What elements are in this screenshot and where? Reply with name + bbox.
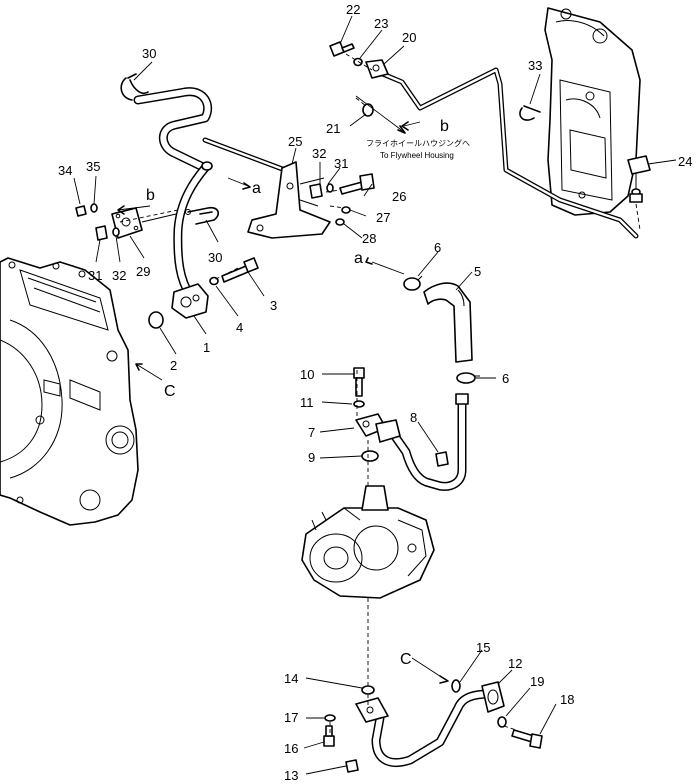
callout-3: 3 [270, 298, 277, 313]
callout-31-left: 31 [88, 268, 102, 283]
callout-6-lower: 6 [502, 371, 509, 386]
washer-32-left [112, 227, 120, 237]
hose-clamp-6-lower [456, 372, 480, 384]
callout-34: 34 [58, 163, 72, 178]
callout-27: 27 [376, 210, 390, 225]
flange-12 [481, 681, 505, 713]
o-ring-14 [361, 685, 375, 695]
nut-31-right [309, 183, 323, 199]
callout-32-right: 32 [312, 146, 326, 161]
callout-20: 20 [402, 30, 416, 45]
callout-33: 33 [528, 58, 542, 73]
o-ring-21 [362, 103, 374, 117]
callout-25: 25 [288, 134, 302, 149]
connection-c-lower: C [400, 651, 412, 668]
callout-11: 11 [300, 395, 314, 410]
callout-29: 29 [136, 264, 150, 279]
callout-9: 9 [308, 450, 315, 465]
connection-c-left: C [164, 383, 176, 400]
callout-2: 2 [170, 358, 177, 373]
callout-30-upper: 30 [142, 46, 156, 61]
connector-24 [627, 155, 651, 203]
hose-clamp-30-lower [185, 206, 220, 225]
washer-23 [353, 57, 363, 67]
o-ring-2 [148, 311, 164, 329]
washer-17 [324, 714, 336, 722]
connection-letters: a a b b C C [146, 118, 449, 668]
callout-31-right: 31 [334, 156, 348, 171]
callout-13: 13 [284, 768, 298, 783]
pipe-7 [355, 393, 469, 491]
callout-24: 24 [678, 154, 692, 169]
callout-10: 10 [300, 367, 314, 382]
callout-6-upper: 6 [434, 240, 441, 255]
bolt-18 [511, 729, 543, 749]
direction-arrows [117, 95, 449, 684]
callout-1: 1 [203, 340, 210, 355]
bolt-26 [339, 173, 375, 195]
clamp-33 [519, 105, 541, 121]
suction-pipe-lower [355, 689, 495, 767]
suction-tube [133, 87, 288, 319]
callout-8: 8 [410, 410, 417, 425]
callout-5: 5 [474, 264, 481, 279]
callout-26: 26 [392, 189, 406, 204]
callout-32-left: 32 [112, 268, 126, 283]
flywheel-housing [544, 7, 641, 216]
callout-12: 12 [508, 656, 522, 671]
hose-clamp-6-upper [403, 275, 423, 291]
leader-lines [73, 15, 677, 775]
callout-22: 22 [346, 2, 360, 17]
hose-clamp-30-upper [120, 73, 149, 101]
washer-32-right [326, 183, 334, 193]
nut-34 [75, 205, 87, 217]
washer-28 [335, 218, 345, 226]
o-ring-9 [361, 450, 379, 462]
plug-13 [345, 759, 359, 773]
callout-17: 17 [284, 710, 298, 725]
connection-a-hose: a [354, 250, 363, 267]
callout-35: 35 [86, 159, 100, 174]
washer-27 [341, 206, 351, 214]
flywheel-note: フライホイールハウジングへ To Flywheel Housing [366, 138, 470, 160]
tube-20 [365, 59, 639, 239]
centre-lines [119, 53, 641, 736]
hose-5 [423, 282, 473, 363]
connection-a-tube: a [252, 180, 261, 197]
note-english: To Flywheel Housing [380, 151, 454, 160]
callout-18: 18 [560, 692, 574, 707]
bracket-25 [247, 161, 331, 239]
nut-31-left [95, 225, 108, 241]
callout-numbers: 1 2 3 4 5 6 6 7 8 9 10 11 12 13 14 15 16… [58, 2, 692, 783]
callout-28: 28 [362, 231, 376, 246]
washer-19 [497, 716, 507, 728]
bolt-22 [329, 41, 355, 57]
callout-15: 15 [476, 640, 490, 655]
bolt-10 [353, 367, 365, 397]
callout-19: 19 [530, 674, 544, 689]
washer-11 [353, 400, 365, 408]
callout-21: 21 [326, 121, 340, 136]
o-ring-15 [451, 679, 461, 693]
callout-4: 4 [236, 320, 243, 335]
callout-16: 16 [284, 741, 298, 756]
callout-7: 7 [308, 425, 315, 440]
note-japanese: フライホイールハウジングへ [366, 138, 470, 148]
callout-14: 14 [284, 671, 298, 686]
connection-b-upper: b [440, 118, 449, 135]
transmission-housing [0, 257, 139, 526]
plug-8 [435, 451, 449, 467]
callout-30-lower: 30 [208, 250, 222, 265]
connection-b-left: b [146, 187, 155, 204]
hydraulic-pump [301, 485, 435, 599]
washer-35 [90, 203, 98, 213]
bolt-16 [323, 725, 335, 747]
callout-23: 23 [374, 16, 388, 31]
